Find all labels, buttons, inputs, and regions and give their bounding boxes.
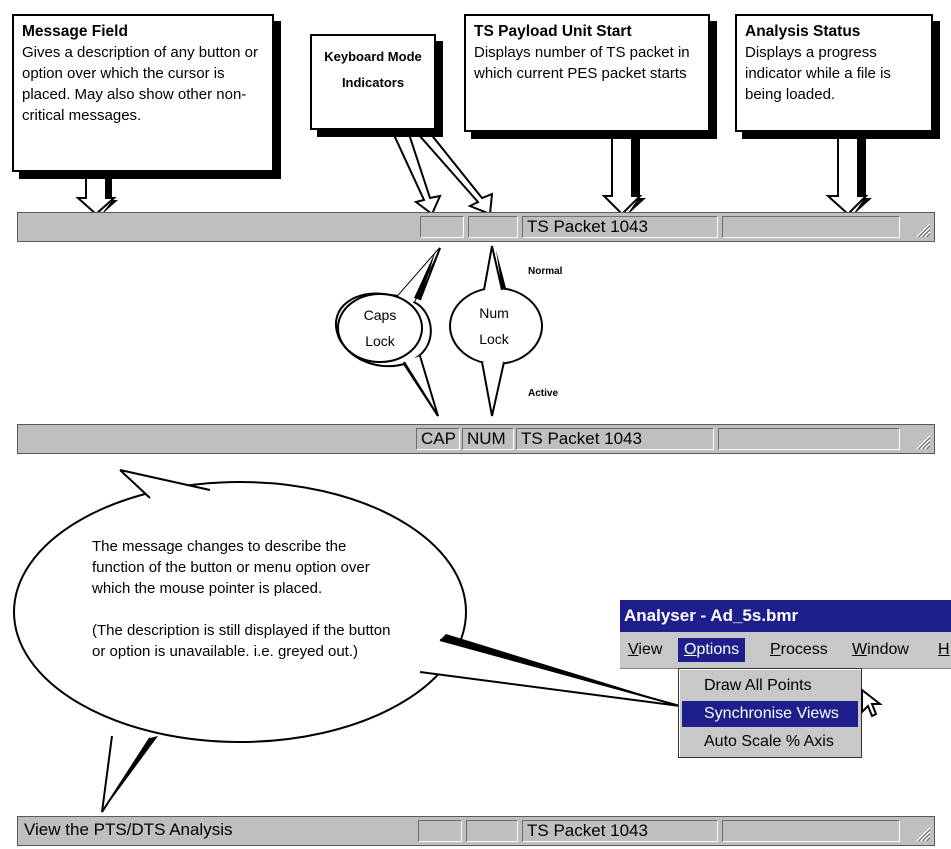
analysis-progress-panel <box>722 820 900 842</box>
menu-item-draw-all-points[interactable]: Draw All Points <box>704 677 812 694</box>
menu-mnemonic: V <box>628 641 639 658</box>
num-lock-indicator <box>468 216 518 238</box>
caps-lock-indicator <box>418 820 462 842</box>
ts-packet-panel: TS Packet 1043 <box>522 820 718 842</box>
callout-title: Message Field <box>22 23 128 40</box>
ts-payload-callout: TS Payload Unit Start Displays number of… <box>464 14 710 132</box>
resize-grip-icon[interactable] <box>915 826 931 842</box>
window-title: Analyser - Ad_5s.bmr <box>620 600 951 632</box>
menu-mnemonic: H <box>938 641 950 658</box>
callout-description: Displays number of TS packet in which cu… <box>474 44 690 82</box>
callout-title: Keyboard Mode Indicators <box>324 49 422 90</box>
menu-mnemonic: P <box>770 641 781 658</box>
callout-description: Displays a progress indicator while a fi… <box>745 44 891 103</box>
keyboard-num-arrow <box>401 117 494 216</box>
explanation-text: The message changes to describe the func… <box>92 538 370 597</box>
menu-label-rest: rocess <box>780 641 828 658</box>
ts-packet-panel: TS Packet 1043 <box>522 216 718 238</box>
analyser-window-crop: Analyser - Ad_5s.bmr View Options Proces… <box>620 600 951 758</box>
callout-title: Analysis Status <box>745 23 861 40</box>
menu-view[interactable]: View <box>622 638 668 662</box>
message-field-panel <box>20 428 416 450</box>
menu-item-auto-scale-axis[interactable]: Auto Scale % Axis <box>704 733 834 750</box>
active-label: Active <box>528 388 559 399</box>
num-lock-indicator: NUM <box>462 428 514 450</box>
status-bar-active: CAP NUM TS Packet 1043 <box>17 424 935 454</box>
analysis-status-callout: Analysis Status Displays a progress indi… <box>735 14 933 132</box>
menu-window[interactable]: Window <box>846 638 915 662</box>
mouse-pointer-icon <box>861 688 883 718</box>
num-lock-indicator <box>466 820 518 842</box>
menu-process[interactable]: Process <box>764 638 834 662</box>
menu-label-rest: indow <box>867 641 909 658</box>
keyboard-caps-arrow <box>386 121 442 216</box>
menu-bar: View Options Process Window H <box>620 632 951 669</box>
status-bar-message: View the PTS/DTS Analysis TS Packet 1043 <box>17 816 935 846</box>
menu-mnemonic: O <box>684 641 697 658</box>
caps-lock-bubble-text: Caps Lock <box>363 307 397 349</box>
caps-lock-indicator <box>420 216 464 238</box>
explanation-note: (The description is still displayed if t… <box>92 622 391 660</box>
menu-help[interactable]: H <box>932 638 951 662</box>
normal-label: Normal <box>528 266 563 277</box>
num-lock-bubble-text: Num Lock <box>479 305 509 347</box>
menu-label-rest: ptions <box>696 641 740 658</box>
message-field-panel <box>20 216 416 238</box>
analysis-progress-panel <box>718 428 900 450</box>
message-field-panel: View the PTS/DTS Analysis <box>24 820 233 839</box>
resize-grip-icon[interactable] <box>915 222 931 238</box>
caps-lock-indicator: CAP <box>416 428 460 450</box>
resize-grip-icon[interactable] <box>915 434 931 450</box>
keyboard-mode-callout: Keyboard Mode Indicators <box>310 34 436 130</box>
menu-options[interactable]: Options <box>678 638 746 662</box>
message-field-callout: Message Field Gives a description of any… <box>12 14 274 172</box>
menu-item-synchronise-views[interactable]: Synchronise Views <box>682 701 858 727</box>
ts-packet-panel: TS Packet 1043 <box>516 428 714 450</box>
menu-mnemonic: W <box>852 641 868 658</box>
explanation-bubble-text: The message changes to describe the func… <box>92 536 392 662</box>
menu-label-rest: iew <box>638 641 663 658</box>
status-bar-normal: TS Packet 1043 <box>17 212 935 242</box>
callout-title: TS Payload Unit Start <box>474 23 632 40</box>
options-dropdown: Draw All Points Synchronise Views Auto S… <box>678 668 862 758</box>
callout-description: Gives a description of any button or opt… <box>22 44 258 124</box>
analysis-progress-panel <box>722 216 900 238</box>
